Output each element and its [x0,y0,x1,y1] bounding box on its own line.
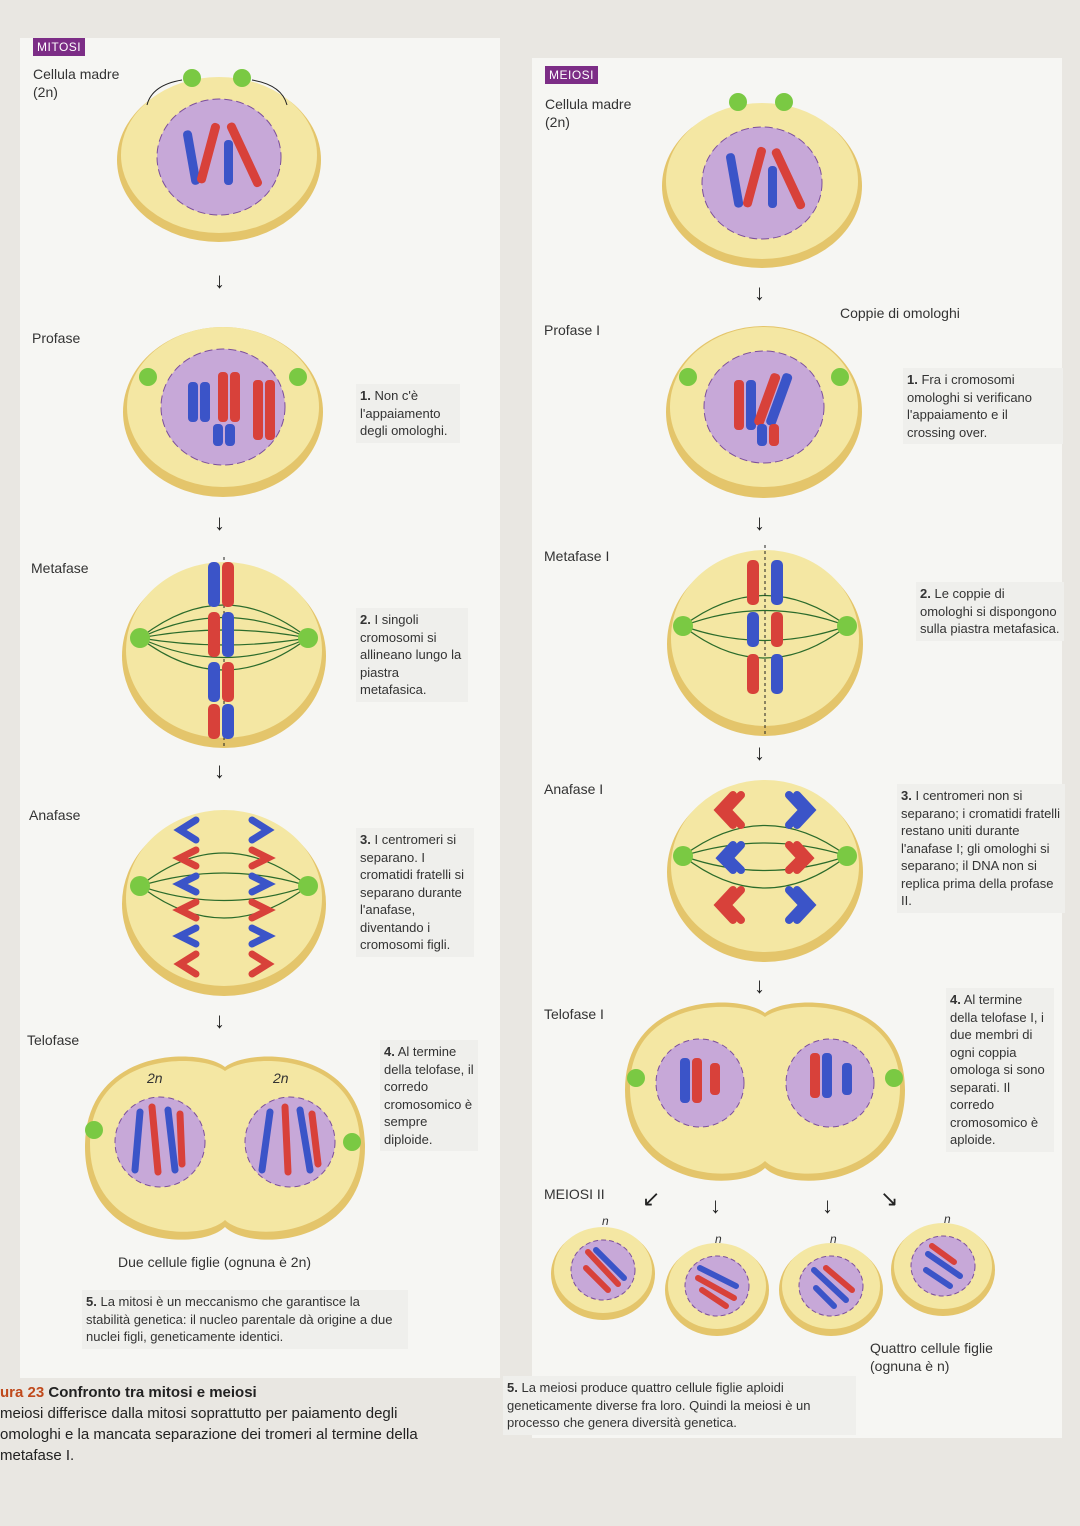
arrow-down-icon: ↓ [822,1193,833,1218]
daughter-ploidy-left: 2n [147,1070,163,1086]
mitosis-stage-label: Anafase [29,807,81,823]
meiosis-metaphase-cell [667,545,863,736]
meiosis-telophase-cell [625,1002,905,1181]
meiosis-note-3: 3. I centromeri non si separano; i croma… [897,784,1065,913]
mitosis-metaphase-cell [122,557,326,748]
mitosis-note-1: 1. Non c'è l'appaiamento degli omologhi. [356,384,460,443]
arrow-down-icon: ↓ [214,268,225,293]
arrow-down-icon: ↓ [214,510,225,535]
haploid-ploidy: n [944,1212,951,1226]
meiosis-daughters-label: Quattro cellule figlie (ognuna è n) [870,1340,993,1374]
meiosis-tag: MEIOSI [545,66,599,84]
arrow-down-icon: ↓ [710,1193,721,1218]
meiosis-note-5: 5. La meiosi produce quattro cellule fig… [503,1376,856,1435]
arrow-down-right-icon: ↘ [880,1186,899,1211]
mitosis-telophase-cell [85,1056,365,1240]
mitosis-mother-cell [117,69,321,242]
arrow-down-icon: ↓ [754,510,765,535]
mitosis-stage-label: Profase [32,330,81,346]
meiosis-mother-label: Cellula madre (2n) [545,96,632,130]
daughter-ploidy-right: 2n [273,1070,289,1086]
mitosis-daughters-label: Due cellule figlie (ognuna è 2n) [118,1254,312,1270]
arrow-down-icon: ↓ [754,740,765,765]
meiosis-mother-cell [662,93,862,268]
mitosis-note-4: 4. Al termine della telofase, il corredo… [380,1040,478,1152]
mitosis-mother-label: Cellula madre (2n) [33,66,120,100]
meiosis-anaphase-cell [667,780,863,962]
meiosis-stage-label: Metafase I [544,548,610,564]
meiosis-stage-label: Profase I [544,322,601,338]
homolog-pairs-label: Coppie di omologhi [840,305,960,321]
meiosis-prophase-cell [666,326,862,498]
meiosis-panel [532,58,1062,1438]
haploid-cell [779,1243,883,1336]
mitosis-stage-label: Metafase [31,560,89,576]
figure-title: Confronto tra mitosi e meiosi [48,1384,257,1401]
haploid-cell [665,1243,769,1336]
meiosis-note-1: 1. Fra i cromosomi omologhi si verifican… [903,368,1063,445]
figure-caption-body: meiosi differisce dalla mitosi soprattut… [0,1405,418,1464]
haploid-ploidy: n [602,1214,609,1228]
haploid-cell [891,1223,995,1316]
arrow-down-icon: ↓ [214,1008,225,1033]
mitosis-tag: MITOSI [33,38,86,56]
mitosis-stage-label: Telofase [27,1032,80,1048]
meiosis-note-2: 2. Le coppie di omologhi si dispongono s… [916,582,1064,641]
haploid-ploidy: n [830,1232,837,1246]
mitosis-note-3: 3. I centromeri si separano. I cromatidi… [356,828,474,957]
arrow-down-icon: ↓ [214,758,225,783]
meiosis-stage-label: Telofase I [544,1006,604,1022]
figure-caption: ura 23 Confronto tra mitosi e meiosi mei… [0,1382,420,1466]
haploid-ploidy: n [715,1232,722,1246]
arrow-down-icon: ↓ [754,973,765,998]
mitosis-prophase-cell [123,327,323,497]
meiosis-stage-label: Anafase I [544,781,604,797]
mitosis-note-2: 2. I singoli cromosomi si allineano lung… [356,608,468,702]
haploid-cell [551,1227,655,1320]
meiosis-2-label: MEIOSI II [544,1186,605,1202]
mitosis-note-5: 5. La mitosi è un meccanismo che garanti… [82,1290,408,1349]
meiosis-note-4: 4. Al termine della telofase I, i due me… [946,988,1054,1152]
figure-number: ura 23 [0,1384,45,1401]
mitosis-anaphase-cell [122,810,326,996]
arrow-down-icon: ↓ [754,280,765,305]
arrow-down-left-icon: ↙ [642,1186,661,1211]
